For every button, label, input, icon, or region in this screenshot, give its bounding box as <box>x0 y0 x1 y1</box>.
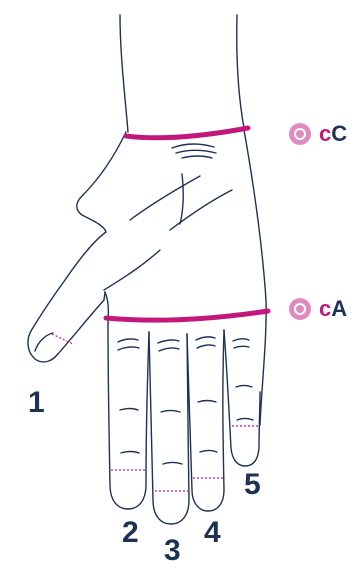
joint-crease <box>121 452 139 454</box>
knuckle-crease <box>118 347 139 350</box>
wrist-crease <box>182 156 212 158</box>
circle-bullet-icon <box>289 298 311 320</box>
little-finger-outline <box>224 330 260 466</box>
tendon-line <box>130 176 200 220</box>
knuckle-crease <box>233 339 249 341</box>
finger-label-ring: 4 <box>204 518 221 548</box>
callout-lower-prefix: c <box>319 296 331 322</box>
forearm-right-outline <box>237 15 244 128</box>
knuckle-crease <box>118 339 138 342</box>
joint-crease <box>163 463 182 465</box>
forearm-left-outline <box>120 15 128 132</box>
joint-crease <box>161 411 180 413</box>
thumb-web-outline <box>105 292 108 326</box>
hand-left-outline <box>77 132 126 232</box>
finger-label-index: 2 <box>122 518 139 548</box>
wrist-crease <box>172 144 214 148</box>
tendon-line <box>180 174 183 224</box>
callout-lower: c A <box>289 296 347 322</box>
knuckle-crease <box>197 345 215 348</box>
ring-finger-outline <box>187 330 224 511</box>
finger-label-thumb: 1 <box>28 388 45 418</box>
hand-right-outline <box>244 130 266 425</box>
joint-crease <box>120 409 138 411</box>
hand-measurement-band <box>106 311 268 320</box>
wrist-measurement-band <box>126 128 248 138</box>
callout-upper-text: C <box>331 121 347 147</box>
middle-finger-outline <box>149 332 189 524</box>
finger-label-little: 5 <box>244 470 261 500</box>
knuckle-crease <box>234 346 249 348</box>
wrist-crease <box>176 150 216 153</box>
circle-bullet-icon <box>289 123 311 145</box>
finger-label-middle: 3 <box>164 536 181 566</box>
joint-crease <box>198 401 216 403</box>
callout-upper-prefix: c <box>319 121 331 147</box>
joint-crease <box>237 419 253 421</box>
callout-lower-text: A <box>331 296 347 322</box>
thumb-tendon <box>104 250 160 290</box>
callout-upper: c C <box>289 121 347 147</box>
joint-crease <box>236 386 252 388</box>
knuckle-crease <box>158 340 179 343</box>
thumb-nail <box>35 333 53 351</box>
knuckle-crease <box>196 337 215 340</box>
index-finger-outline <box>108 326 149 509</box>
joint-crease <box>200 451 217 453</box>
knuckle-crease <box>159 348 179 351</box>
